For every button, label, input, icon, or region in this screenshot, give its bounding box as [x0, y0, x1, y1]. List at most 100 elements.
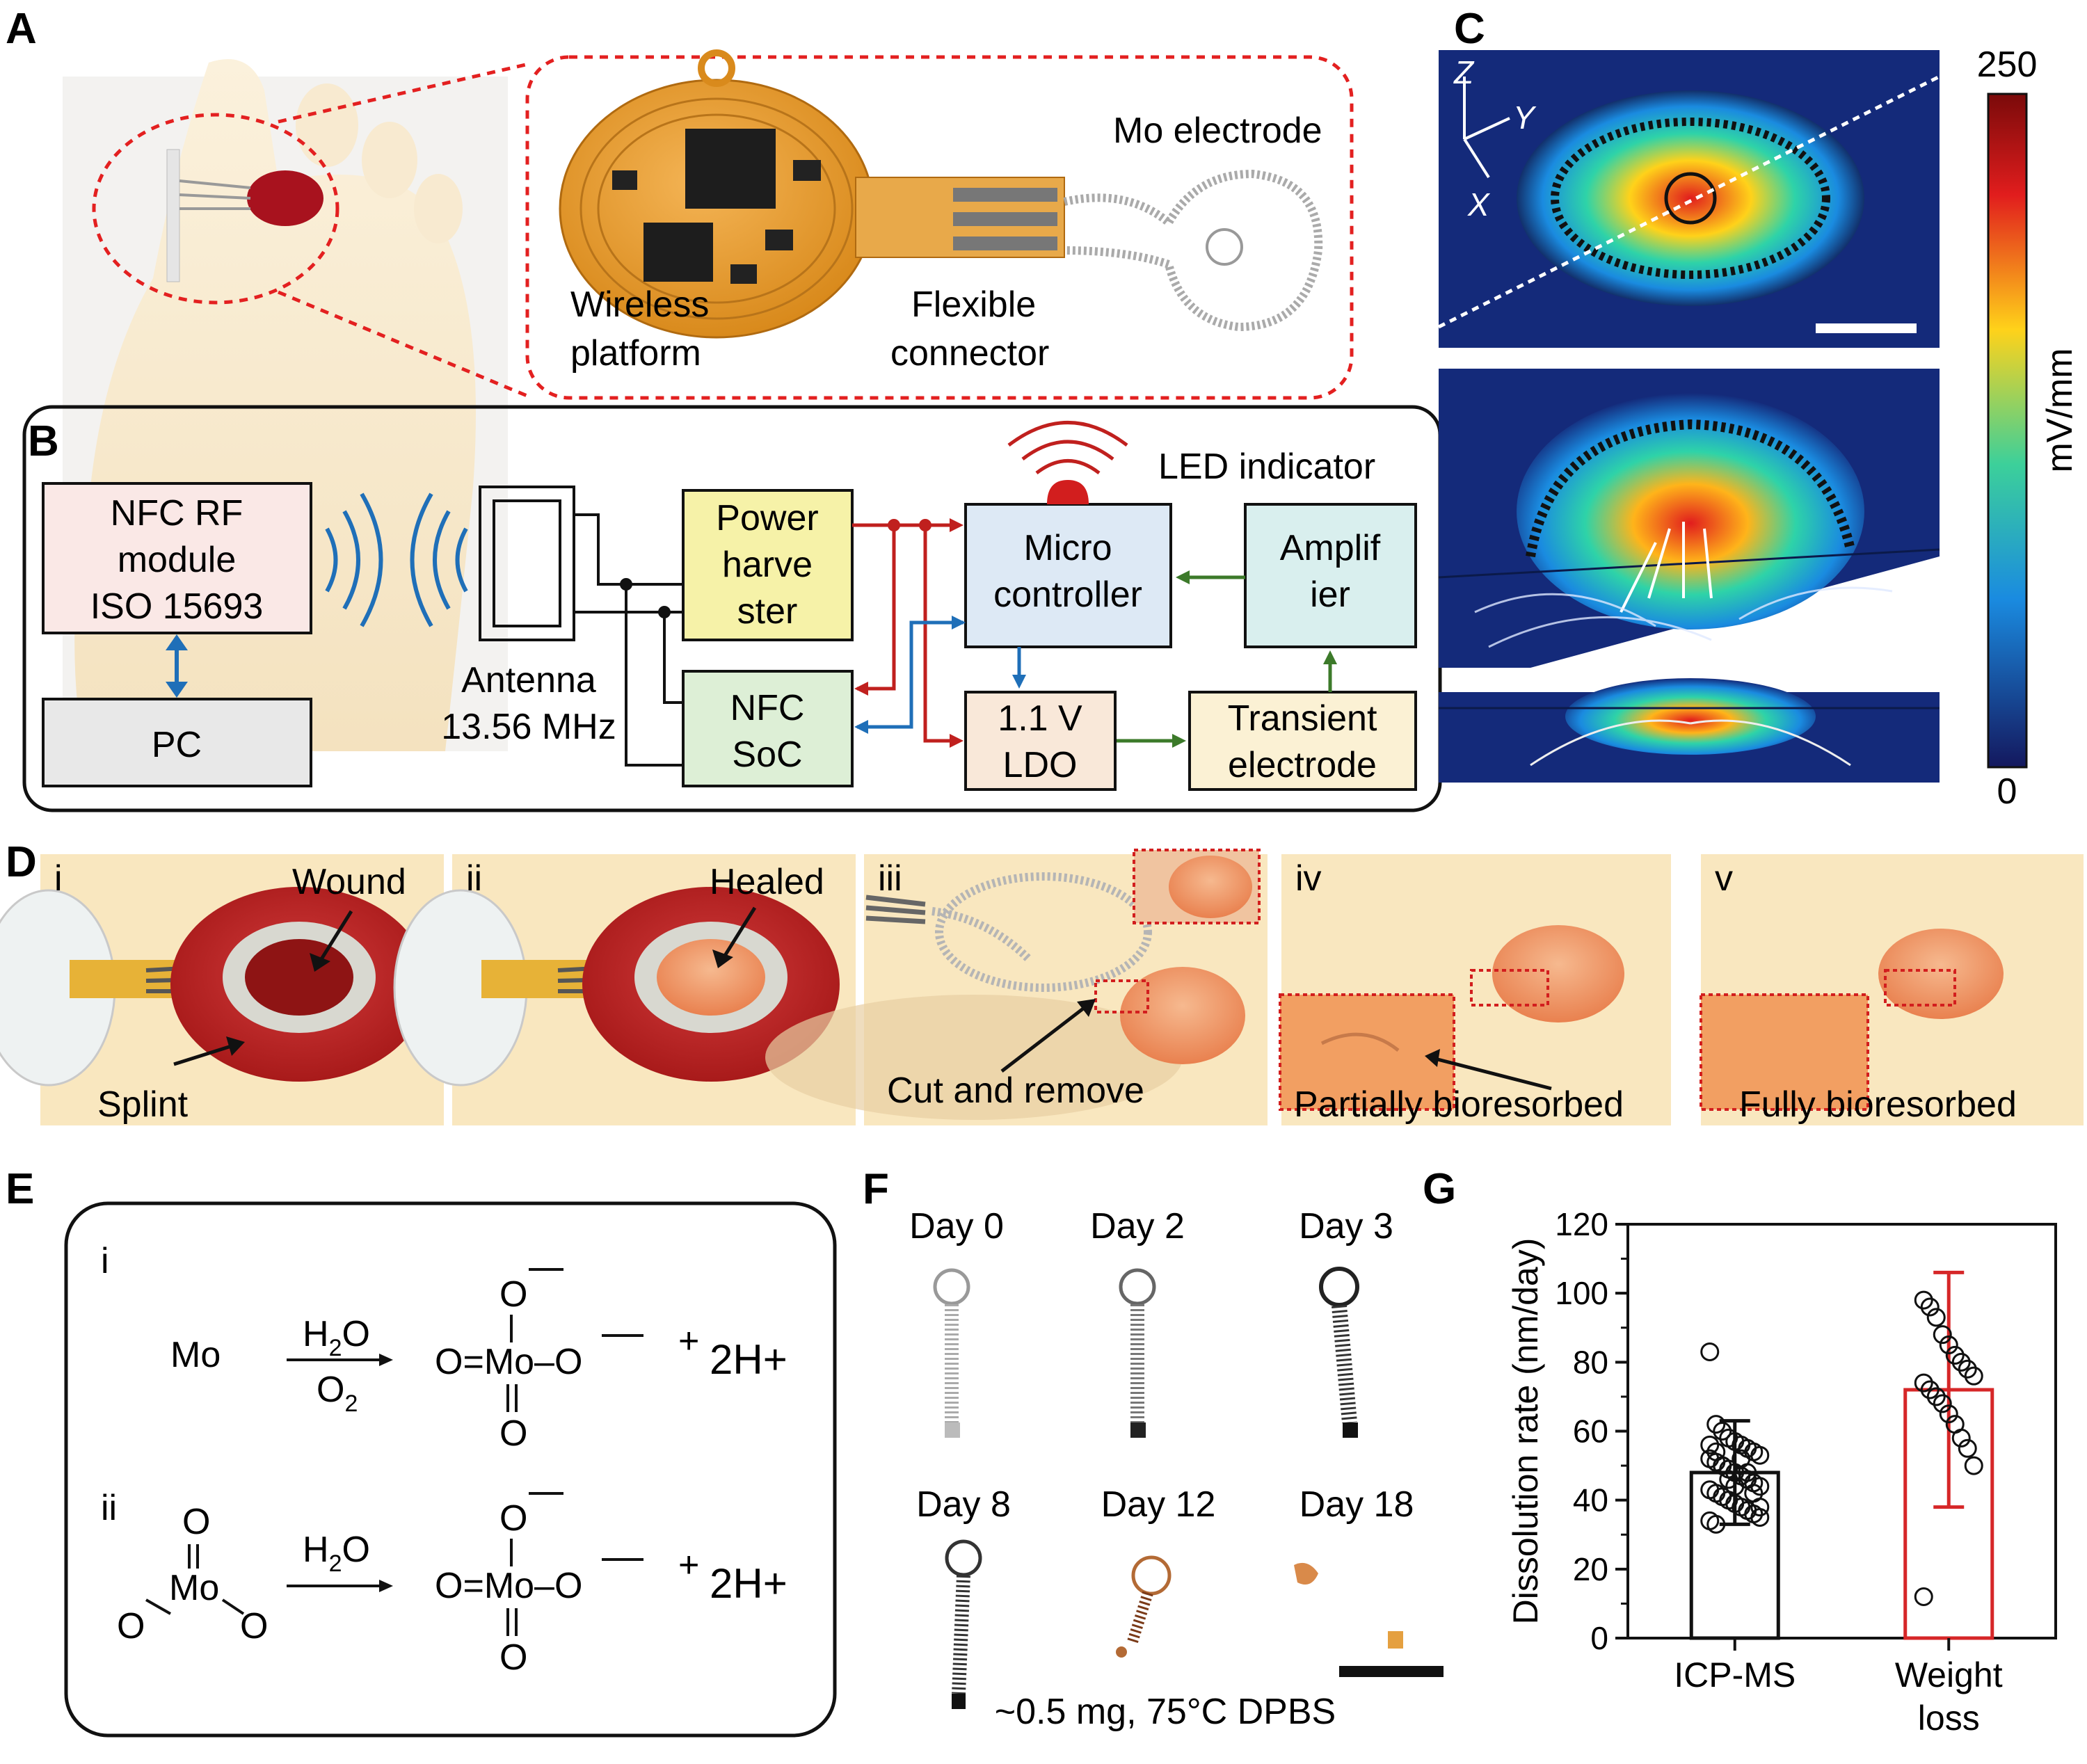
data-point [1933, 1394, 1952, 1413]
subpanel-label-v: v [1715, 858, 1733, 899]
cut-remove-label: Cut and remove [887, 1071, 1144, 1111]
product-o-top-i: O [499, 1274, 527, 1315]
nfc-soc-box [682, 670, 854, 787]
data-point [1725, 1477, 1745, 1496]
healed-arrow [718, 906, 757, 965]
data-point [1958, 1438, 1977, 1458]
panel-f-caption: ~0.5 mg, 75°C DPBS [995, 1692, 1336, 1732]
arrowhead [712, 949, 733, 968]
wound-site [247, 170, 323, 226]
data-point [1706, 1514, 1726, 1534]
data-point [1750, 1507, 1770, 1527]
panel-label-a: A [6, 5, 37, 53]
axis-z-label: Z [1453, 54, 1475, 90]
inset-zoom [1700, 993, 1869, 1111]
product-o-bottom-i: O [499, 1413, 527, 1454]
data-point [1920, 1380, 1940, 1400]
antenna-wire [574, 513, 626, 586]
panel-e-frame [64, 1201, 837, 1738]
moo3-o-top: O [182, 1502, 210, 1542]
data-point [1738, 1463, 1757, 1482]
cut-arrow [1000, 1000, 1094, 1073]
led-signal-icon [1007, 421, 1128, 474]
connector-pad [953, 236, 1057, 250]
data-point [1939, 1336, 1958, 1355]
arrowhead [950, 734, 963, 748]
amplifier-text-1: Amplif [1280, 528, 1381, 568]
splint-arrow [173, 1041, 241, 1066]
nfc-module-text-2: module [118, 540, 237, 580]
sample-day-2 [1119, 1268, 1156, 1438]
wave-icon [325, 527, 338, 593]
transient-electrode-text-1: Transient [1228, 698, 1377, 739]
mo-electrode-label: Mo electrode [1113, 111, 1322, 151]
transient-electrode-text-2: electrode [1228, 745, 1377, 785]
data-point [1750, 1477, 1770, 1496]
moo3-o-right: O [240, 1606, 268, 1646]
pc-box [42, 698, 312, 787]
field-vectors [1620, 522, 1713, 613]
colorbar-max: 250 [1977, 45, 2038, 85]
device-connector [179, 179, 251, 210]
data-point [1713, 1422, 1732, 1441]
field-hotspot [1517, 90, 1864, 306]
sample-day-18 [1294, 1562, 1403, 1649]
arrowhead [379, 1354, 393, 1366]
reagent-h2o-i: H2O [303, 1314, 370, 1361]
connector-traces [865, 895, 926, 924]
arrowhead [310, 953, 330, 972]
inset-source [1094, 979, 1149, 1013]
colorbar-unit: mV/mm [2040, 348, 2080, 472]
reactant-mo: Mo [170, 1335, 221, 1375]
electrode-center [1664, 172, 1717, 225]
ldo-box [964, 691, 1117, 791]
y-axis [1464, 117, 1510, 141]
fully-label: Fully bioresorbed [1739, 1084, 2017, 1125]
wave-icon [360, 492, 383, 627]
power-harvester-box [682, 489, 854, 641]
y-tick-label: 100 [1555, 1275, 1608, 1311]
data-point [1964, 1456, 1983, 1475]
antenna-coil-inner [493, 499, 561, 627]
amplifier-text-2: ier [1310, 575, 1350, 615]
pc-link-arrows [166, 634, 188, 698]
junction [658, 606, 671, 618]
antenna-label-1: Antenna [461, 660, 596, 700]
field-lines [1530, 719, 1851, 767]
colorbar-min: 0 [1997, 771, 2017, 812]
product-formula-ii: O=Mo–O [435, 1566, 582, 1606]
x-tick-label: loss [1918, 1699, 1980, 1738]
healed-skin [1878, 929, 2004, 1019]
ldo-text-1: 1.1 V [998, 698, 1082, 739]
mo-electrode-flower [1206, 228, 1243, 266]
data-point [1920, 1297, 1940, 1317]
x-tick-label: Weight [1895, 1655, 2003, 1694]
nfc-module-text-1: NFC RF [111, 493, 243, 534]
data-point [1706, 1442, 1726, 1461]
nfc-module-text-3: ISO 15693 [90, 586, 264, 627]
panel-label-d: D [6, 838, 37, 886]
microcontroller-box [964, 503, 1172, 648]
data-point [1926, 1308, 1946, 1327]
reagent-o2: O2 [317, 1370, 358, 1417]
partial-electrode [1320, 1032, 1400, 1052]
inset-zoom [1279, 993, 1455, 1111]
power-line [923, 525, 960, 743]
chip [643, 223, 713, 282]
nfc-soc-text-2: SoC [732, 735, 802, 775]
power-line [857, 525, 896, 691]
data-point [1926, 1387, 1946, 1406]
chip [612, 170, 637, 190]
wire [626, 583, 683, 614]
detached-electrode [935, 872, 1152, 992]
day-8-label: Day 8 [916, 1484, 1011, 1525]
data-point [1750, 1498, 1770, 1517]
microcontroller-text-1: Micro [1023, 528, 1112, 568]
day-0-label: Day 0 [909, 1206, 1004, 1246]
reagent-h2o-ii: H2O [303, 1530, 370, 1577]
wound-arrow [314, 910, 353, 968]
moo3-mo: Mo [169, 1568, 219, 1608]
chip [730, 264, 757, 284]
y-axis-label: Dissolution rate (nm/day) [1506, 1238, 1545, 1625]
subpanel-label-iv: iv [1295, 858, 1322, 899]
